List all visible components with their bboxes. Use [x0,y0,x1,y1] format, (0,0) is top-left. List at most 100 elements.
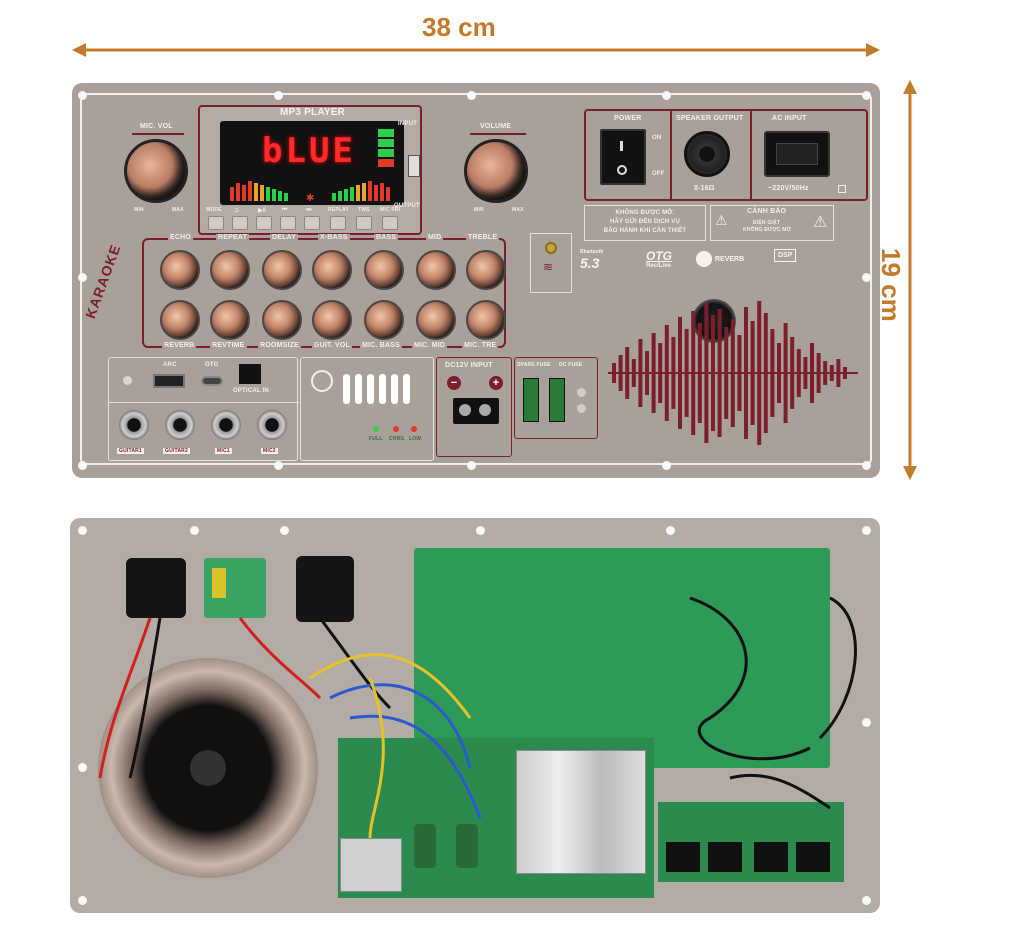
screw-hole [862,526,871,535]
screw-hole [280,526,289,535]
mic-vol-knob[interactable] [124,139,188,203]
dc-fuse[interactable] [549,378,565,422]
btn-label-loop: ⊃ [234,208,240,214]
mic-pri-button[interactable] [382,216,398,230]
screw-hole [666,526,675,535]
front-panel: MIC. VOL MIN MAX KARAOKE MP3 PLAYER bLUE… [72,83,880,478]
divider [670,111,672,199]
guit-vol-knob[interactable] [312,300,352,340]
antenna-icon [545,242,557,254]
otg-logo: OTG Rec/Live [646,249,672,269]
width-dimension [72,40,880,60]
volume-bar [470,133,526,135]
bt-logo: Bluetooth 5.3 [580,249,603,271]
caution-box: ⚠ CẢNH BÁO ĐIỆN GIẬT KHÔNG ĐƯỢC MỞ ⚠ [710,205,834,241]
bt-antenna-box: ≋ [530,233,572,293]
knob-label-guit-vol: GUIT. VOL [312,342,353,349]
warning-note-box: KHÔNG ĐƯỢC MỞ. HÃY GỬI ĐẾN DỊCH VỤ BẢO H… [584,205,706,241]
mic-mid-knob[interactable] [416,300,456,340]
guitar1-jack[interactable] [119,410,149,440]
screw-hole [862,896,871,905]
screw [123,376,132,385]
echo-knob[interactable] [160,250,200,290]
mode-button[interactable] [208,216,224,230]
loop-button[interactable] [232,216,248,230]
knob-label-reverb: REVERB [162,342,197,349]
reverb-knob[interactable] [160,300,200,340]
reverb-text: REVERB [715,255,745,263]
play-pause-button[interactable] [256,216,272,230]
capacitor [414,824,436,868]
delay-knob[interactable] [262,250,302,290]
small-transformer [340,838,402,892]
reverb-logo: REVERB [696,251,744,267]
repeat-knob[interactable] [210,250,250,290]
knob-label-bass: BASS [374,234,399,241]
power-off-label: OFF [652,171,665,177]
knob-label-repeat: REPEAT [216,234,250,241]
revtime-knob[interactable] [210,300,250,340]
led-full-label: FULL [369,436,383,442]
screw [862,91,871,100]
rear-panel [70,518,880,913]
spare-fuse[interactable] [523,378,539,422]
waveform-decoration [608,301,858,445]
power-switch[interactable] [600,129,646,185]
mic-bass-knob[interactable] [364,300,404,340]
power-section: POWER ON OFF SPEAKER OUTPUT 8-16Ω AC INP… [584,109,868,201]
dc-input-section: DC12V INPUT − + [436,357,512,457]
mic-vol-max: MAX [172,207,184,213]
roomsize-knob[interactable] [262,300,302,340]
otg-sub: Rec/Live [646,263,671,269]
ac-socket[interactable] [764,131,830,177]
btn-label-next: ⏭ [306,207,312,213]
mic2-jack[interactable] [257,410,287,440]
bass-knob[interactable] [364,250,404,290]
knob-label-mic-bass: MIC. BASS [360,342,402,349]
capacitor [456,824,478,868]
treble-knob[interactable] [466,250,506,290]
mp3-player-title: MP3 PLAYER [280,107,345,118]
speakon-jack[interactable] [684,131,730,177]
bottom-knob-labels: REVERB REVTIME ROOMSIZE GUIT. VOL MIC. B… [144,342,508,352]
spare-fuse-label: SPARE FUSE [517,362,551,368]
usb-c-port[interactable] [201,376,223,386]
volume-knob[interactable] [464,139,528,203]
speakon-rear [296,556,354,622]
screw-hole [476,526,485,535]
optical-in-port[interactable] [239,364,261,384]
replay-button[interactable] [330,216,346,230]
screw-hole [190,526,199,535]
mic1-jack[interactable] [211,410,241,440]
led-full [373,426,379,432]
mid-knob[interactable] [416,250,456,290]
screw-hole [78,763,87,772]
screw [467,461,476,470]
lightning-icon: ⚠ [715,212,728,228]
dc-terminal-block[interactable] [453,398,499,424]
hdmi-arc-port[interactable] [153,374,185,388]
screw [577,404,586,413]
dsp-logo: DSP [774,249,797,262]
screw-hole [862,718,871,727]
optical-in-label: OPTICAL IN [233,388,269,394]
usb-port[interactable] [408,155,420,177]
mini-pcb [204,558,266,618]
mic-tre-knob[interactable] [466,300,506,340]
guitar2-jack[interactable] [165,410,195,440]
charger-section: FULL CHRG LOW [300,357,434,461]
reverb-icon [696,251,712,267]
next-button[interactable] [304,216,320,230]
prev-button[interactable] [280,216,296,230]
btn-label-tws: TWS [358,207,370,213]
tws-button[interactable] [356,216,372,230]
dc-plus-icon: + [489,376,503,390]
wiring [98,596,857,839]
vent-grille [343,374,410,404]
volume-max: MAX [512,207,524,213]
x-bass-knob[interactable] [312,250,352,290]
led-chrg-label: CHRG [389,436,405,442]
knob-label-mic-mid: MIC. MID [412,342,448,349]
dsp-text: DSP [778,252,793,259]
led-low [411,426,417,432]
